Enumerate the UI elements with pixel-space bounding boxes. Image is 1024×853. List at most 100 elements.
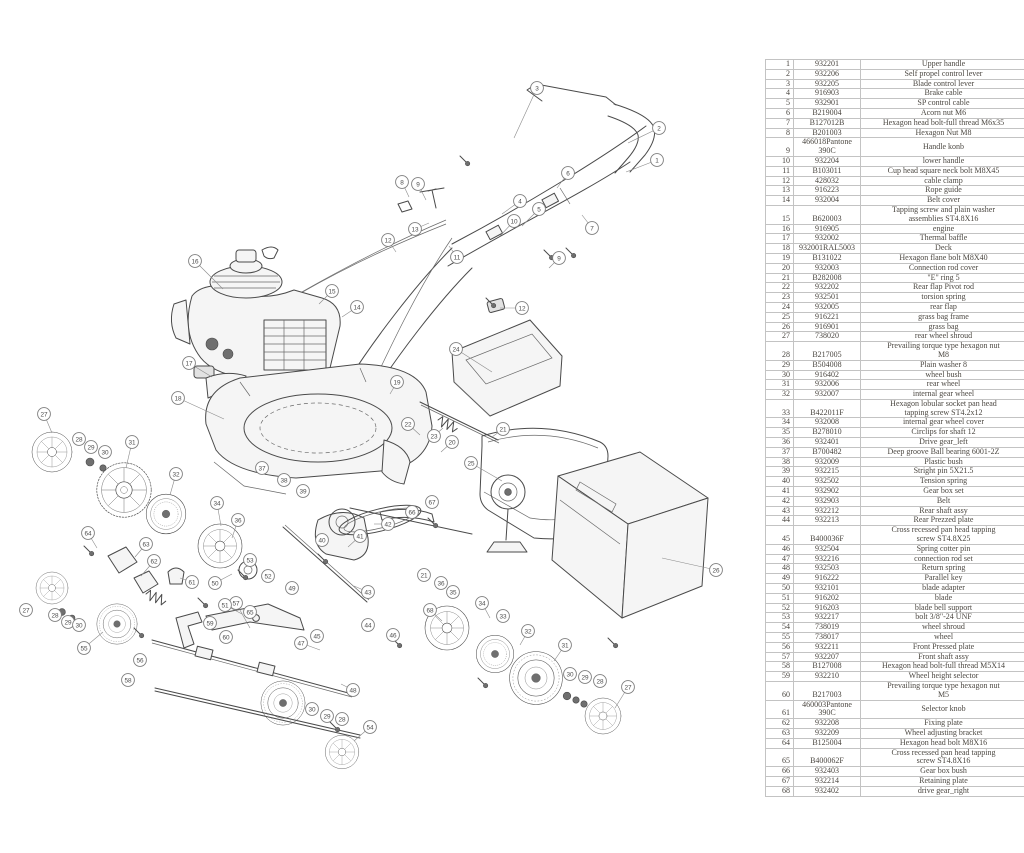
callout-balloon-46	[386, 628, 400, 642]
callout-balloon-26	[709, 563, 723, 577]
cell-desc: engine	[860, 223, 1024, 235]
callout-number: 29	[64, 619, 72, 626]
rear-wheel-cluster-right	[424, 605, 622, 735]
callout-balloon-55	[77, 641, 91, 655]
callout-number: 23	[430, 433, 438, 440]
callout-number: 36	[234, 517, 242, 524]
callout-number: 33	[499, 613, 507, 620]
cell-ref: 64	[765, 737, 794, 749]
cell-desc: Cross recessed pan head tapping screw ST…	[860, 747, 1024, 768]
cell-ref: 39	[765, 466, 794, 478]
cell-ref: 51	[765, 592, 794, 604]
cell-desc: Hexagon Nut M8	[860, 127, 1024, 139]
cell-desc: Belt cover	[860, 195, 1024, 206]
callout-balloon-16	[188, 254, 202, 268]
callout-balloon-22	[401, 417, 415, 431]
callout-balloon-65	[243, 605, 257, 619]
cell-part: B422011F	[793, 398, 861, 419]
cell-part: 932001RAL5003	[793, 243, 861, 254]
callout-balloon-6	[561, 166, 575, 180]
callout-balloon-36	[434, 576, 448, 590]
callout-balloon-37	[255, 461, 269, 475]
cell-ref: 12	[765, 175, 794, 187]
cell-part: 932209	[793, 727, 861, 739]
cell-desc: Selector knob	[860, 699, 1024, 720]
cell-part: 932002	[793, 233, 861, 245]
cell-ref: 62	[765, 718, 794, 729]
callout-number: 34	[478, 600, 486, 607]
cell-desc: Thermal baffle	[860, 233, 1024, 245]
cell-ref: 25	[765, 311, 794, 323]
cell-part: 932003	[793, 262, 861, 274]
callout-number: 65	[246, 609, 254, 616]
callout-balloon-1	[650, 153, 664, 167]
callout-number: 47	[297, 640, 305, 647]
cell-desc: Acorn nut M6	[860, 107, 1024, 119]
cell-part: B217005	[793, 341, 861, 361]
cell-desc: Prevailing torque type hexagon nut M5	[860, 681, 1024, 701]
cell-ref: 44	[765, 515, 794, 527]
cell-part: 916223	[793, 185, 861, 197]
callout-balloon-43	[361, 585, 375, 599]
callout-balloon-60	[219, 630, 233, 644]
cell-part: 932208	[793, 718, 861, 729]
callout-number: 45	[313, 633, 321, 640]
gearbox-and-belt	[282, 504, 473, 603]
exploded-diagram: 3216894510713121191615141217181922232120…	[19, 81, 723, 770]
callout-balloon-34	[210, 496, 224, 510]
cell-ref: 66	[765, 766, 794, 777]
cell-ref: 56	[765, 641, 794, 653]
cell-part: B504008	[793, 359, 861, 371]
cell-ref: 50	[765, 583, 794, 594]
callout-balloon-19	[390, 375, 404, 389]
callout-number: 3	[535, 85, 539, 92]
cell-ref: 60	[765, 681, 794, 701]
cell-ref: 10	[765, 155, 794, 167]
cell-part: B620003	[793, 204, 861, 225]
callout-balloon-48	[346, 683, 360, 697]
cell-desc: Handle konb	[860, 137, 1024, 157]
cell-desc: Belt	[860, 495, 1024, 507]
callout-number: 28	[51, 612, 59, 619]
front-wheel-cluster-left	[35, 571, 361, 770]
cell-desc: Hexagon head bolt-full thread M5X14	[860, 661, 1024, 673]
callout-number: 30	[566, 671, 574, 678]
callout-number: 54	[366, 724, 374, 731]
callout-number: 29	[323, 713, 331, 720]
cell-ref: 48	[765, 563, 794, 575]
cell-desc: rear wheel	[860, 379, 1024, 391]
callout-number: 64	[84, 530, 92, 537]
callout-balloon-58	[121, 673, 135, 687]
cell-desc: Blade control lever	[860, 78, 1024, 90]
callout-number: 58	[124, 677, 132, 684]
cell-part: 916221	[793, 311, 861, 323]
callout-number: 39	[299, 488, 307, 495]
callout-balloon-31	[558, 638, 572, 652]
callout-number: 2	[657, 125, 661, 132]
callout-balloon-13	[408, 222, 422, 236]
flap-pivot-rod	[419, 401, 500, 444]
cell-desc: Deck	[860, 243, 1024, 254]
cell-ref: 8	[765, 127, 794, 139]
cell-desc: internal gear wheel cover	[860, 417, 1024, 429]
cell-ref: 9	[765, 137, 794, 157]
cell-part: 932215	[793, 466, 861, 478]
cell-ref: 1	[765, 59, 794, 70]
